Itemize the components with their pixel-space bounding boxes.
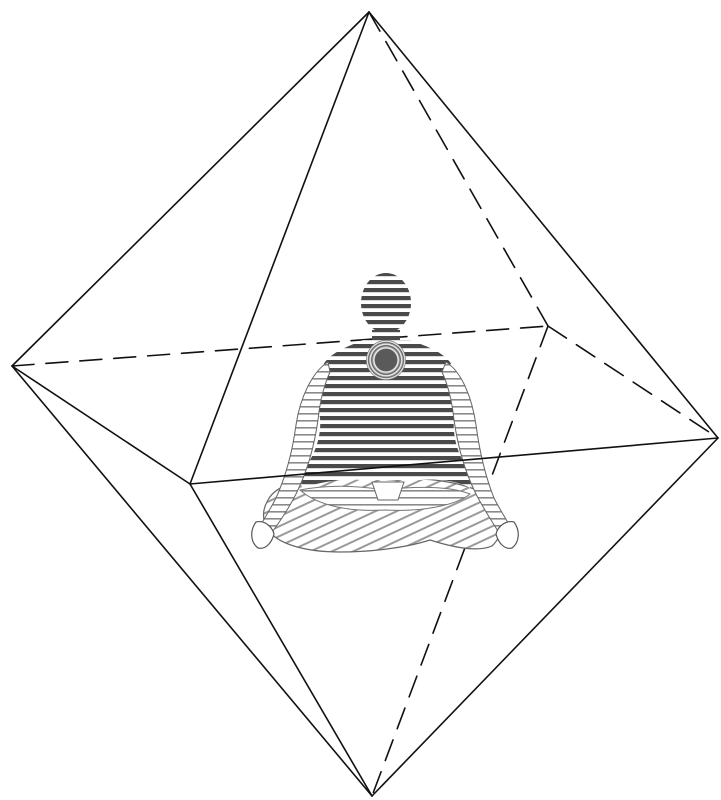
meditating-figure — [252, 273, 519, 552]
edge-left-back — [12, 326, 548, 366]
edge-back-right — [548, 326, 718, 438]
edge-left-bottom — [12, 366, 372, 796]
edge-left-front — [12, 366, 190, 484]
figure-head — [361, 273, 411, 333]
figure-loincloth — [372, 482, 404, 500]
throat-chakra-center-icon — [375, 349, 397, 371]
edge-top-left — [12, 12, 369, 366]
